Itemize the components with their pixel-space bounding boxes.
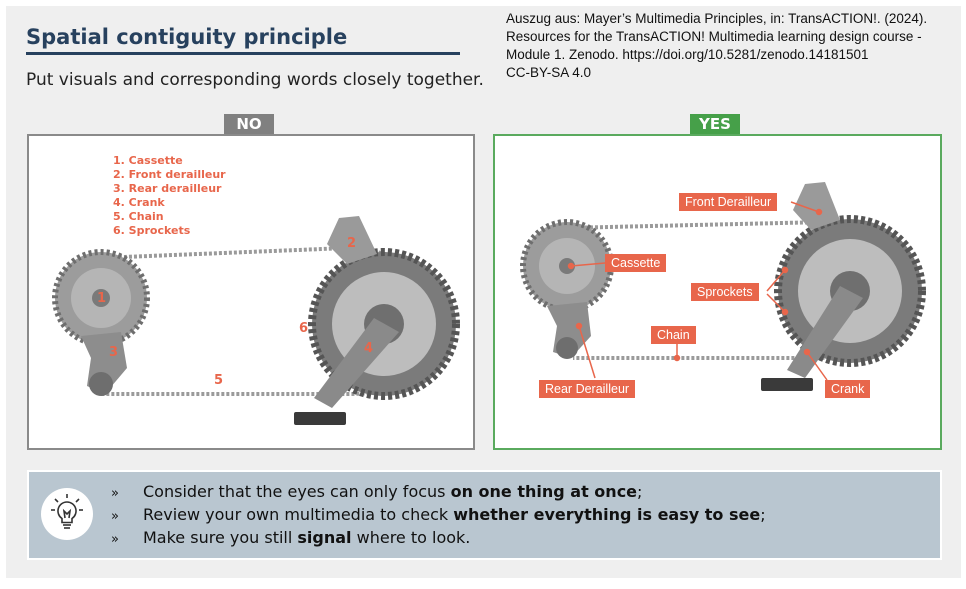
tip-text: Review your own multimedia to check bbox=[143, 505, 454, 524]
number-marker-sprockets: 6 bbox=[299, 321, 309, 336]
label-sprockets: Sprockets bbox=[691, 283, 759, 301]
tip-emphasis: whether everything is easy to see bbox=[453, 505, 761, 524]
tip-text: Make sure you still bbox=[143, 528, 298, 547]
yes-example-panel: Front Derailleur Cassette Sprockets Chai… bbox=[493, 134, 942, 450]
no-badge: NO bbox=[224, 114, 274, 135]
tip-item: » Consider that the eyes can only focus o… bbox=[111, 481, 766, 504]
bullet-marker: » bbox=[111, 532, 119, 547]
tip-emphasis: signal bbox=[297, 528, 352, 547]
number-marker-rear-derailleur: 3 bbox=[109, 345, 119, 360]
tip-item: » Make sure you still signal where to loo… bbox=[111, 527, 766, 550]
label-chain: Chain bbox=[651, 326, 696, 344]
number-marker-front-derailleur: 2 bbox=[347, 236, 357, 251]
no-example-panel: 1. Cassette 2. Front derailleur 3. Rear … bbox=[27, 134, 475, 450]
tip-text-end: ; bbox=[637, 482, 643, 501]
tip-emphasis: on one thing at once bbox=[450, 482, 638, 501]
tip-item: » Review your own multimedia to check whe… bbox=[111, 504, 766, 527]
legend-item: 3. Rear derailleur bbox=[113, 182, 222, 195]
tip-text-end: where to look. bbox=[351, 528, 471, 547]
bullet-marker: » bbox=[111, 509, 119, 524]
legend-item: 1. Cassette bbox=[113, 154, 183, 167]
legend-item: 2. Front derailleur bbox=[113, 168, 226, 181]
legend-item: 5. Chain bbox=[113, 210, 164, 223]
bullet-marker: » bbox=[111, 486, 119, 501]
bike-drivetrain-illustration-no bbox=[52, 216, 460, 425]
bike-drivetrain-illustration-yes bbox=[520, 182, 926, 391]
title-underline bbox=[26, 52, 460, 55]
tips-list: » Consider that the eyes can only focus o… bbox=[111, 481, 766, 550]
number-marker-cassette: 1 bbox=[97, 291, 107, 306]
numbered-legend: 1. Cassette 2. Front derailleur 3. Rear … bbox=[113, 154, 226, 238]
yes-badge: YES bbox=[690, 114, 740, 135]
tip-text-end: ; bbox=[760, 505, 766, 524]
legend-item: 4. Crank bbox=[113, 196, 165, 209]
lightbulb-icon bbox=[41, 488, 93, 540]
tips-box: » Consider that the eyes can only focus o… bbox=[27, 470, 942, 560]
page-title: Spatial contiguity principle bbox=[26, 25, 348, 49]
page-subtitle: Put visuals and corresponding words clos… bbox=[26, 70, 484, 90]
label-crank: Crank bbox=[825, 380, 871, 398]
tip-text: Consider that the eyes can only focus bbox=[143, 482, 451, 501]
label-front-derailleur: Front Derailleur bbox=[679, 193, 778, 211]
label-cassette: Cassette bbox=[605, 254, 667, 272]
number-marker-chain: 5 bbox=[214, 373, 224, 388]
label-rear-derailleur: Rear Derailleur bbox=[539, 380, 636, 398]
number-marker-crank: 4 bbox=[364, 341, 374, 356]
citation-text: Auszug aus: Mayer’s Multimedia Principle… bbox=[506, 11, 928, 80]
legend-item: 6. Sprockets bbox=[113, 224, 191, 237]
